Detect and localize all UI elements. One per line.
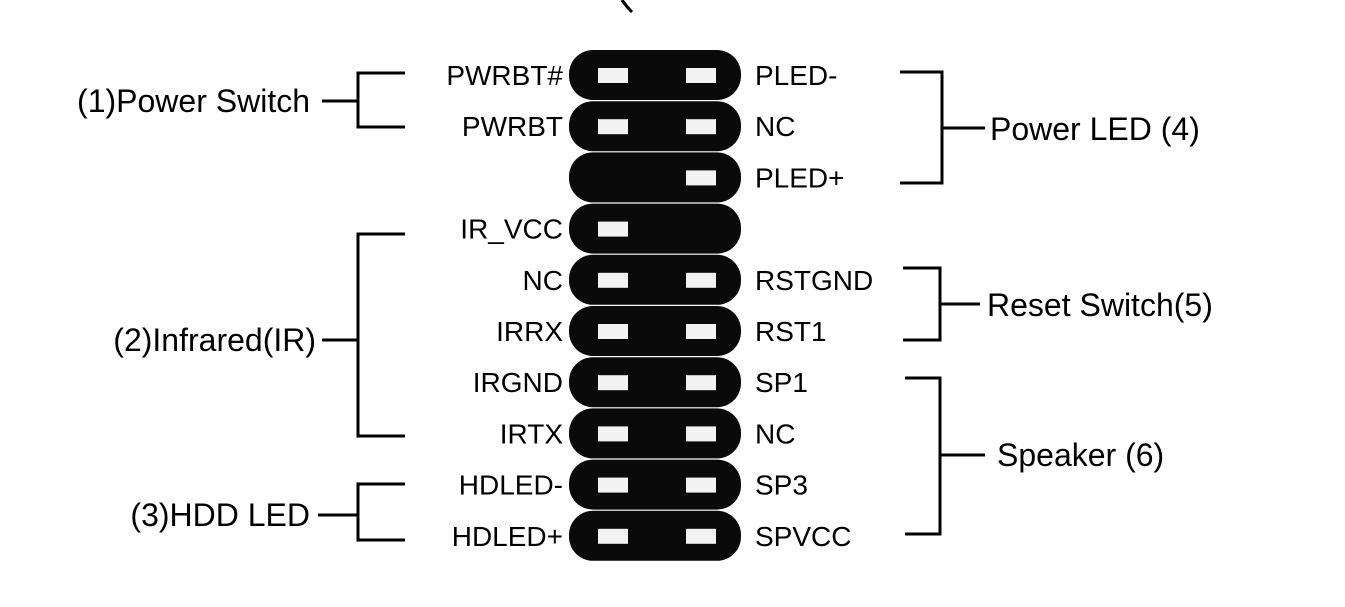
connector-row — [569, 101, 741, 152]
pin-left — [598, 528, 628, 544]
connector-row — [569, 50, 741, 100]
bracket-hdd-led: (3)HDD LED — [130, 482, 405, 542]
pin-label-right: NC — [755, 111, 795, 142]
pin-label-left: HDLED- — [459, 470, 563, 501]
connector-row — [569, 459, 741, 510]
pin-label-left: IRRX — [496, 316, 563, 347]
bracket-power-switch: (1)Power Switch — [77, 71, 405, 129]
pin-right — [686, 375, 716, 391]
connector-row — [569, 152, 741, 203]
pin-label-right: SP1 — [755, 367, 808, 398]
pin-header-connector — [569, 50, 741, 561]
pin-left — [598, 119, 628, 135]
pin-right — [686, 119, 716, 135]
pin-right — [686, 426, 716, 442]
connector-row — [569, 254, 741, 305]
connector-row — [569, 408, 741, 459]
pin-label-left: HDLED+ — [452, 521, 563, 552]
group-label-infrared: (2)Infrared(IR) — [113, 322, 316, 358]
bracket-speaker: Speaker (6) — [905, 376, 1164, 536]
pin-left — [598, 221, 628, 237]
group-label-reset-switch: Reset Switch(5) — [987, 287, 1213, 323]
pin-label-right: PLED+ — [755, 162, 845, 193]
bracket-reset-switch: Reset Switch(5) — [903, 266, 1213, 342]
pin-label-left: PWRBT# — [446, 60, 563, 91]
bracket-power-led: Power LED (4) — [900, 70, 1200, 185]
pin-label-right: RSTGND — [755, 265, 873, 296]
group-label-power-led: Power LED (4) — [990, 111, 1200, 147]
bracket-infrared: (2)Infrared(IR) — [113, 232, 405, 438]
connector-row — [569, 203, 741, 254]
pin-label-right: RST1 — [755, 316, 827, 347]
group-label-hdd-led: (3)HDD LED — [130, 497, 310, 533]
pin-label-left: IRTX — [500, 418, 564, 449]
pin-right — [686, 528, 716, 544]
connector-row — [569, 510, 741, 561]
connector-row — [569, 357, 741, 408]
pin-label-right: PLED- — [755, 60, 837, 91]
group-label-speaker: Speaker (6) — [997, 437, 1164, 473]
pin-right — [686, 170, 716, 186]
group-label-power-switch: (1)Power Switch — [77, 83, 310, 119]
pin-left — [598, 477, 628, 493]
connector-row — [569, 306, 741, 356]
pin-label-left: PWRBT — [462, 111, 563, 142]
top-curve-fragment — [620, 0, 634, 14]
pin-left — [598, 426, 628, 442]
pin-label-right: NC — [755, 418, 795, 449]
pin-label-right: SPVCC — [755, 521, 851, 552]
pin-label-left: IR_VCC — [460, 214, 563, 245]
pin-right — [686, 477, 716, 493]
pin-right — [686, 272, 716, 288]
pin-label-left: NC — [523, 265, 563, 296]
pin-label-left: IRGND — [473, 367, 563, 398]
pin-right — [686, 324, 716, 339]
pin-left — [598, 375, 628, 391]
pin-label-right: SP3 — [755, 470, 808, 501]
pin-left — [598, 324, 628, 339]
pin-labels: PWRBT# PLED- PWRBT NC PLED+ IR_VCC NC RSTGND IRR… — [446, 60, 873, 552]
pin-right — [686, 68, 716, 83]
pin-left — [598, 68, 628, 83]
pin-left — [598, 272, 628, 288]
